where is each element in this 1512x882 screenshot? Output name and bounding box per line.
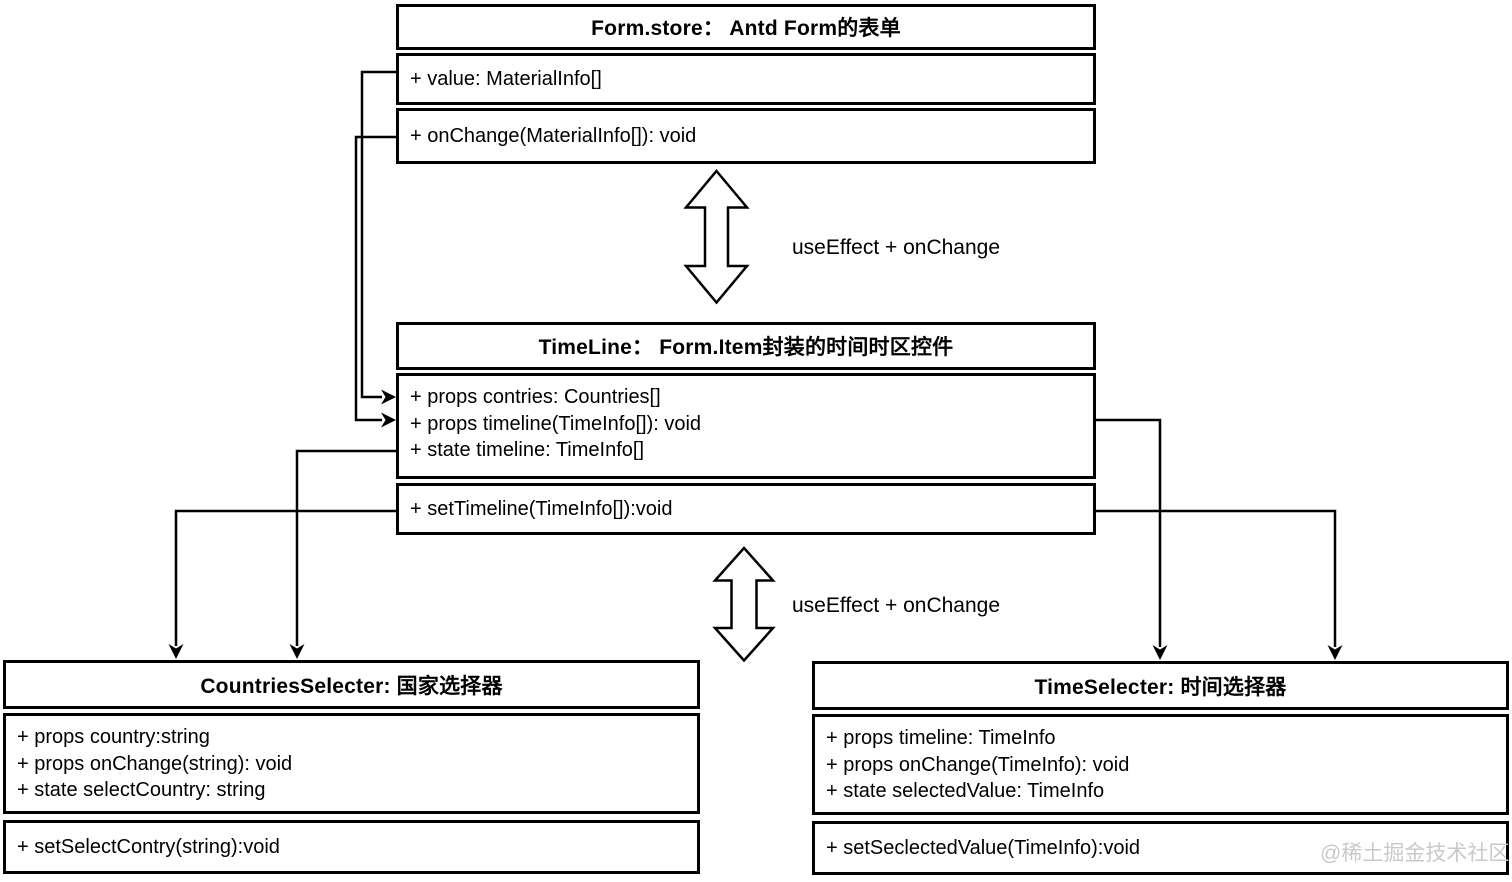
double-arrow-icon: [683, 169, 750, 305]
class-attribute-row: + state selectedValue: TimeInfo: [826, 780, 1105, 802]
class-title: Form.store： Antd Form的表单: [396, 4, 1096, 50]
class-attribute-row: + state selectCountry: string: [17, 779, 266, 801]
watermark-text: @稀土掘金技术社区: [1320, 842, 1510, 865]
class-box-countries-selecter: CountriesSelecter: 国家选择器 + props country…: [3, 660, 700, 874]
arrowhead-down-icon: [168, 644, 184, 659]
class-method-row: + setSelectContry(string):void: [3, 820, 700, 874]
class-attribute-row: + props contries: Countries[]: [410, 386, 661, 408]
class-title: TimeSelecter: 时间选择器: [812, 661, 1509, 710]
arrowhead-down-icon: [1152, 645, 1168, 660]
arrowhead-right-icon: [381, 412, 396, 428]
arrowhead-down-icon: [289, 644, 305, 659]
class-method-row: + setTimeline(TimeInfo[]):void: [396, 483, 1096, 535]
class-attribute-row: + props onChange(TimeInfo): void: [826, 753, 1130, 776]
class-box-form-store: Form.store： Antd Form的表单 + value: Materi…: [396, 4, 1096, 164]
class-attribute-row: + props timeline: TimeInfo: [826, 727, 1056, 749]
class-method-row: + onChange(MaterialInfo[]): void: [396, 108, 1096, 164]
class-attribute-row: + props timeline(TimeInfo[]): void: [410, 412, 702, 435]
class-box-timeline: TimeLine： Form.Item封装的时间时区控件 + props con…: [396, 322, 1096, 535]
class-attributes: + props contries: Countries[] + props ti…: [396, 373, 1096, 479]
double-arrow-icon: [712, 546, 776, 663]
connector-timeline-settimeline-to-countries: [174, 509, 396, 646]
class-attribute-row: + props country:string: [17, 726, 210, 748]
class-title: TimeLine： Form.Item封装的时间时区控件: [396, 322, 1096, 370]
connector-timeline-settimeline-to-timeselecter: [1096, 509, 1337, 647]
edge-label-bottom: useEffect + onChange: [792, 594, 1001, 617]
class-attributes: + props country:string + props onChange(…: [3, 713, 700, 814]
class-attribute-row: + state timeline: TimeInfo[]: [410, 439, 644, 461]
class-attributes: + props timeline: TimeInfo + props onCha…: [812, 714, 1509, 815]
edge-label-top: useEffect + onChange: [792, 236, 1001, 259]
class-method-row: + setSeclectedValue(TimeInfo):void: [812, 821, 1509, 875]
connector-formstore-value-to-timeline: [360, 70, 396, 399]
class-attribute-row: + value: MaterialInfo[]: [396, 53, 1096, 105]
arrowhead-down-icon: [1327, 645, 1343, 660]
connector-timeline-state-to-countries: [295, 449, 396, 646]
connector-formstore-onchange-to-timeline: [354, 135, 396, 422]
class-title: CountriesSelecter: 国家选择器: [3, 660, 700, 709]
connector-timeline-props-to-timeselecter: [1096, 418, 1162, 647]
class-attribute-row: + props onChange(string): void: [17, 752, 293, 775]
class-box-time-selecter: TimeSelecter: 时间选择器 + props timeline: Ti…: [812, 661, 1509, 875]
arrowhead-right-icon: [381, 389, 396, 405]
